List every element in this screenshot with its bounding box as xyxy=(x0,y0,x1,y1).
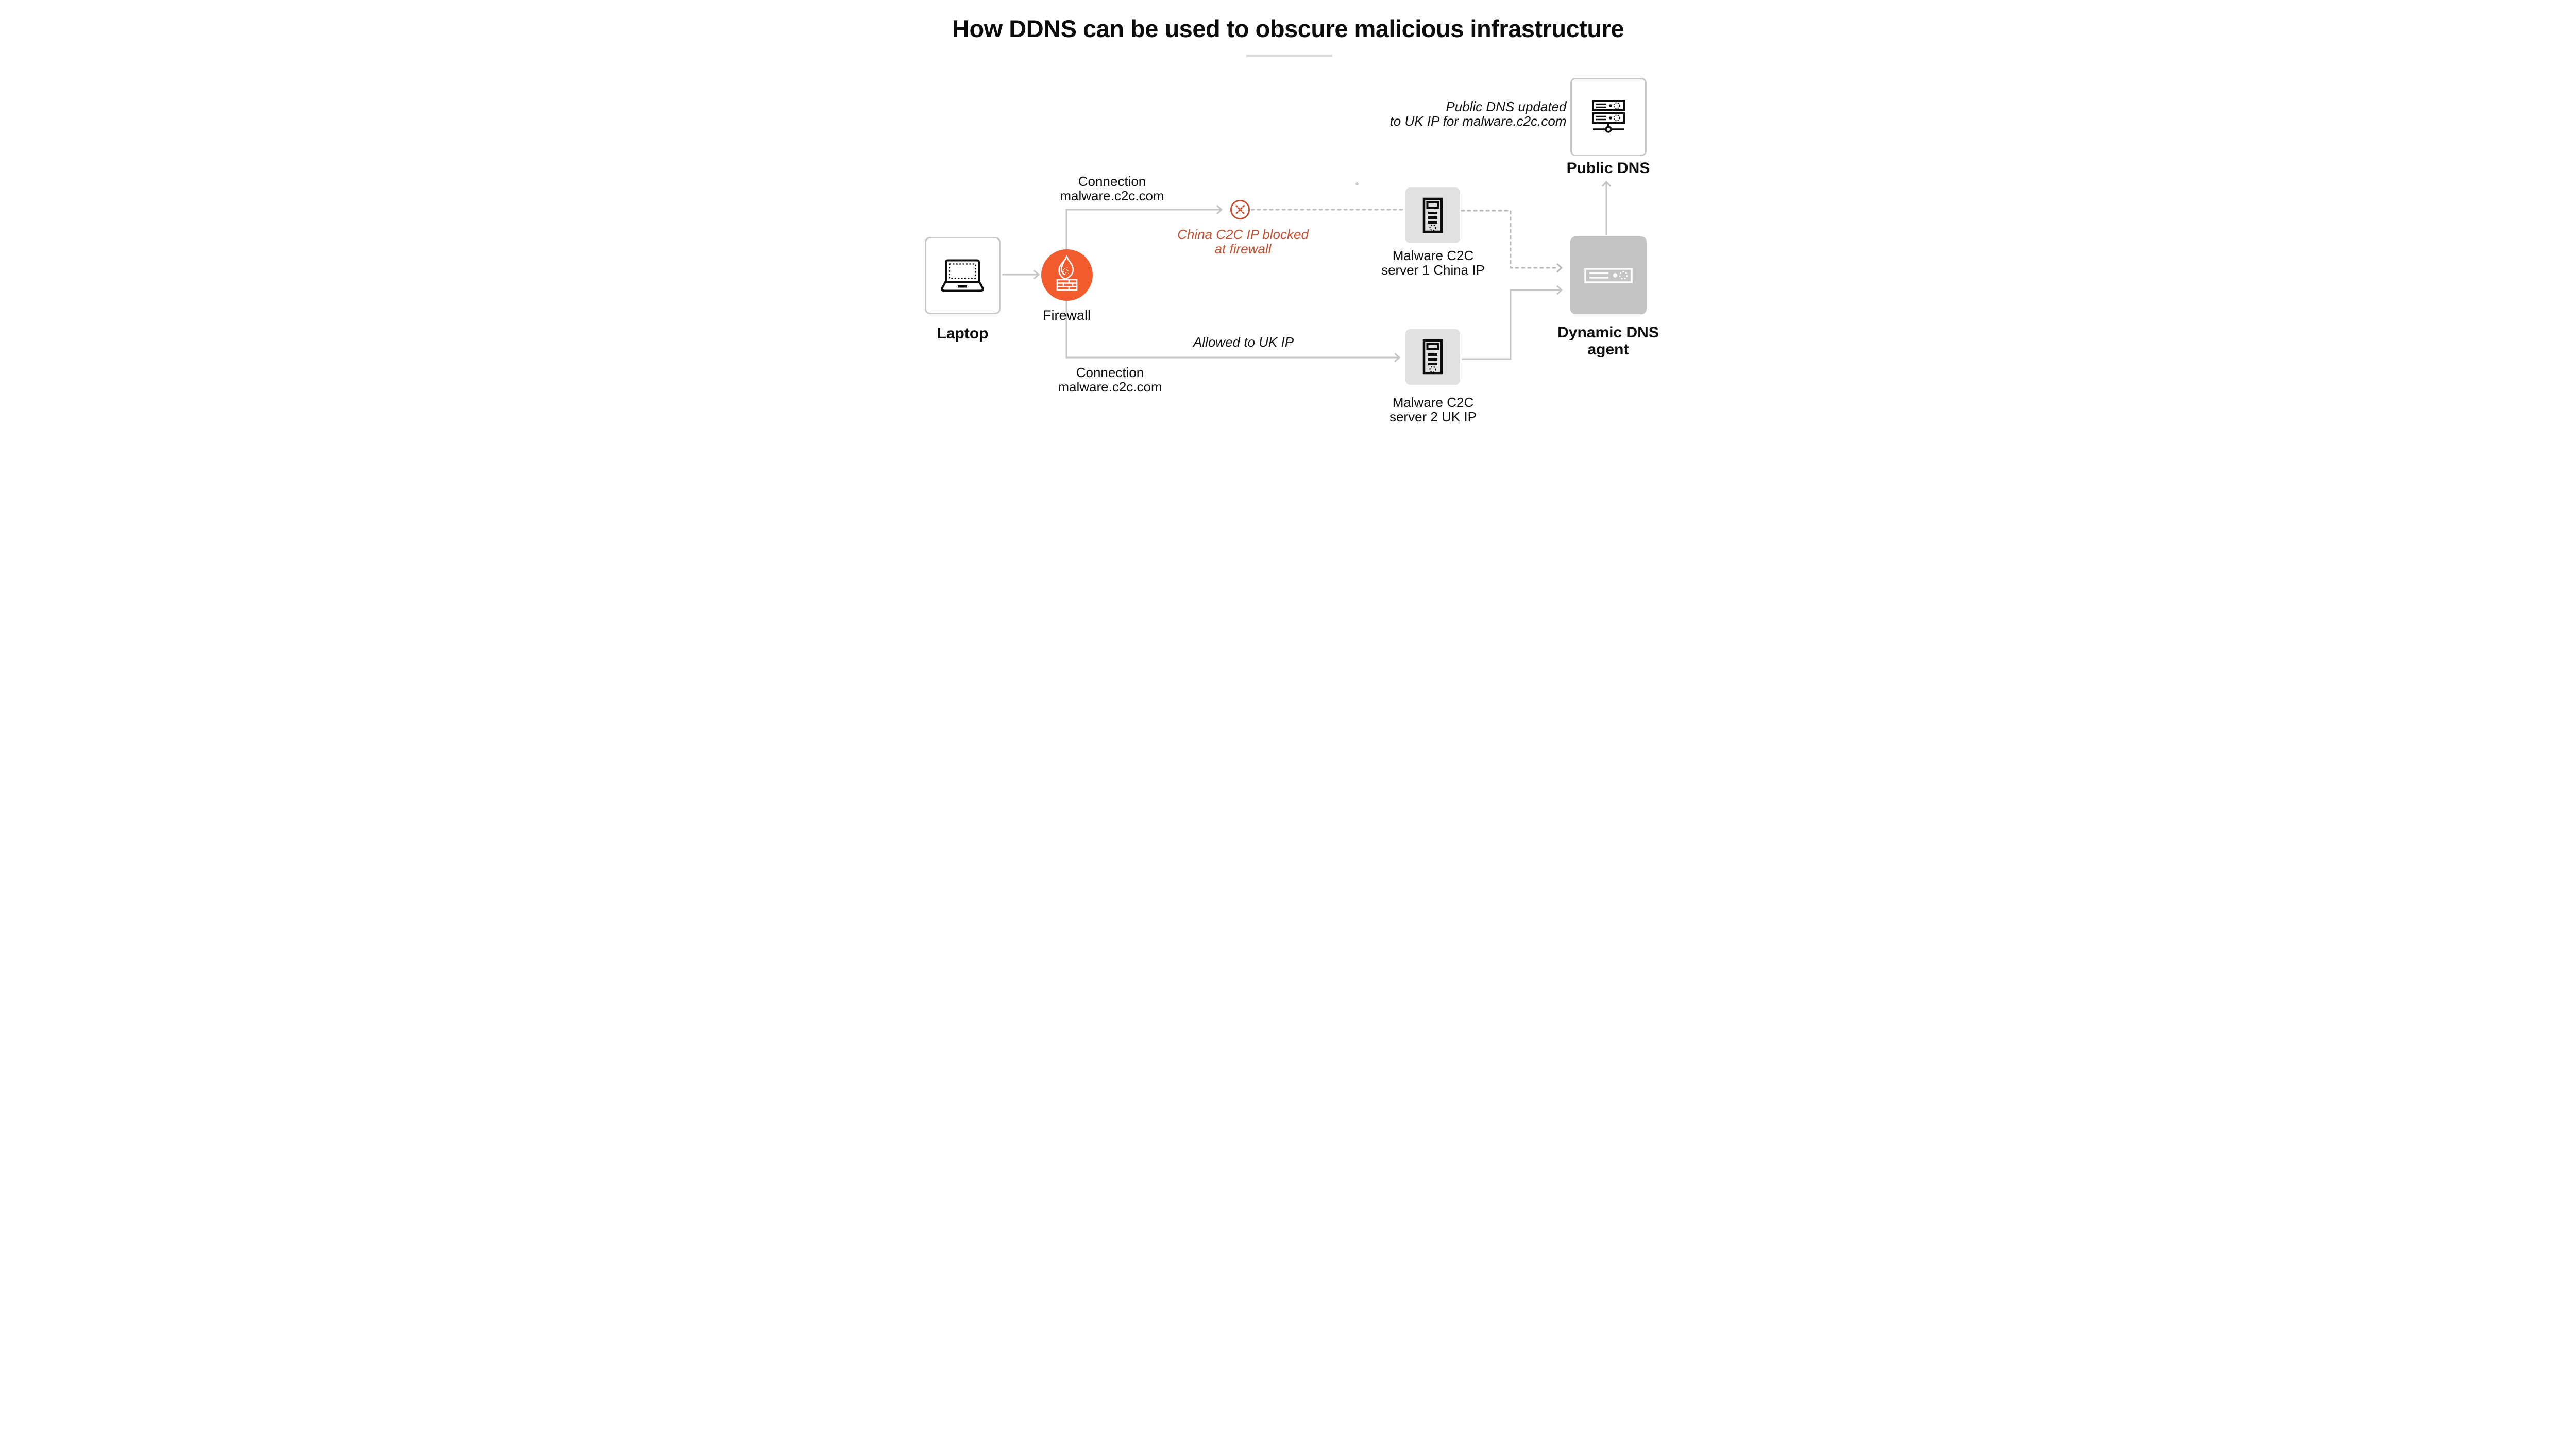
blocked-note: China C2C IP blocked at firewall xyxy=(1177,227,1309,256)
ddns-agent-label-line1: Dynamic DNS xyxy=(1557,324,1659,341)
malware-server2-label-line1: Malware C2C xyxy=(1392,395,1474,410)
server-tower-icon xyxy=(1422,339,1443,375)
dns-update-note-line2: to UK IP for malware.c2c.com xyxy=(1389,113,1567,129)
malware-server1-label: Malware C2C server 1 China IP xyxy=(1381,248,1485,277)
bottom-connection-line1: Connection xyxy=(1076,365,1144,380)
firewall-node xyxy=(1041,249,1093,301)
ddns-agent-icon xyxy=(1584,267,1633,283)
malware-server1-label-line1: Malware C2C xyxy=(1392,248,1474,263)
solid-connectors xyxy=(1002,180,1611,363)
rack-server-icon xyxy=(1591,100,1625,133)
arrowhead-right-dashed-icon xyxy=(1556,263,1563,273)
public-dns-label: Public DNS xyxy=(1566,160,1650,177)
dns-update-note-line1: Public DNS updated xyxy=(1446,99,1567,114)
ddns-agent-label-line2: agent xyxy=(1587,341,1629,358)
arrowhead-right-icon xyxy=(1216,204,1223,215)
arrowhead-up-icon xyxy=(1601,180,1611,187)
malware-server2-node xyxy=(1405,329,1460,385)
dns-update-note: Public DNS updated to UK IP for malware.… xyxy=(1390,99,1567,128)
laptop-label: Laptop xyxy=(937,325,989,342)
blocked-note-line2: at firewall xyxy=(1214,241,1272,257)
firewall-icon xyxy=(1056,255,1077,291)
top-connection-line1: Connection xyxy=(1078,174,1146,189)
firewall-label: Firewall xyxy=(1042,308,1091,323)
arrowhead-right-icon xyxy=(1394,352,1400,363)
blocked-note-line1: China C2C IP blocked xyxy=(1177,227,1309,242)
bottom-connection-line2: malware.c2c.com xyxy=(1058,379,1162,395)
malware-server2-label: Malware C2C server 2 UK IP xyxy=(1389,395,1477,424)
public-dns-node xyxy=(1570,78,1647,156)
top-connection-line2: malware.c2c.com xyxy=(1060,188,1164,203)
arrowhead-right-icon xyxy=(1556,285,1563,295)
flame-icon xyxy=(1058,255,1074,280)
malware-server1-label-line2: server 1 China IP xyxy=(1381,262,1485,278)
ddns-agent-node xyxy=(1570,236,1647,314)
allowed-note: Allowed to UK IP xyxy=(1193,334,1294,350)
bottom-connection-note: Connection malware.c2c.com xyxy=(1058,365,1162,394)
ddns-diagram: How DDNS can be used to obscure maliciou… xyxy=(885,0,1691,453)
arrowhead-right-icon xyxy=(1033,269,1040,280)
title-underline xyxy=(1246,55,1332,57)
page-title: How DDNS can be used to obscure maliciou… xyxy=(952,15,1624,42)
malware-server1-node xyxy=(1405,187,1460,243)
laptop-node xyxy=(924,237,1001,314)
ddns-agent-label: Dynamic DNS agent xyxy=(1557,324,1659,358)
malware-server2-label-line2: server 2 UK IP xyxy=(1389,409,1477,424)
laptop-icon xyxy=(941,259,984,292)
blocked-x-icon xyxy=(1230,199,1250,220)
blocked-connection-node xyxy=(1230,199,1250,220)
top-connection-note: Connection malware.c2c.com xyxy=(1060,174,1164,203)
stray-dot xyxy=(1355,182,1359,185)
server-tower-icon xyxy=(1422,197,1443,233)
